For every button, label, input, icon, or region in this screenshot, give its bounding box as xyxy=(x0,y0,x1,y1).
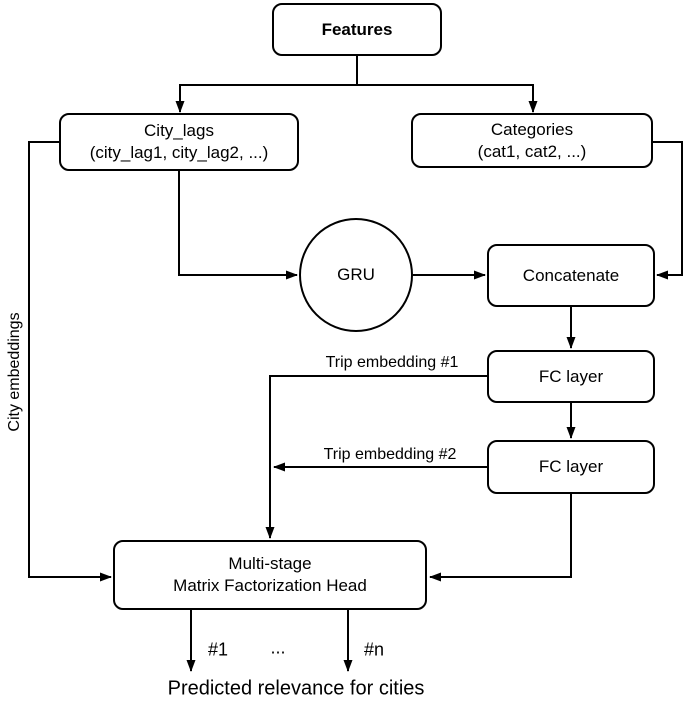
label-output-1: #1 xyxy=(207,639,229,661)
node-gru: GRU xyxy=(299,218,413,332)
edge-categories-to-concatenate xyxy=(653,141,683,280)
edge-citylags-to-gru xyxy=(178,171,298,280)
label-city-embeddings: City embeddings xyxy=(6,312,24,432)
node-city-lags-title: City_lags xyxy=(144,121,214,140)
label-trip-embedding-2-text: Trip embedding #2 xyxy=(323,446,457,463)
node-mf-head: Multi-stage Matrix Factorization Head xyxy=(113,540,427,610)
label-trip-embedding-2: Trip embedding #2 xyxy=(323,446,457,464)
edge-city-embeddings-to-head xyxy=(28,141,112,582)
label-trip-embedding-1: Trip embedding #1 xyxy=(325,354,459,372)
label-output-ellipsis: ... xyxy=(270,637,286,659)
node-fc-layer-2-label: FC layer xyxy=(538,457,604,476)
node-concatenate-label: Concatenate xyxy=(522,265,620,285)
node-features-label: Features xyxy=(321,19,393,39)
node-features: Features xyxy=(272,3,442,56)
node-fc-layer-1: FC layer xyxy=(487,350,655,403)
node-city-lags-subtitle: (city_lag1, city_lag2, ...) xyxy=(89,143,269,162)
node-fc-layer-1-label: FC layer xyxy=(538,366,604,386)
label-output-ellipsis-text: ... xyxy=(270,637,286,658)
node-categories: Categories (cat1, cat2, ...) xyxy=(411,113,653,168)
node-city-lags: City_lags (city_lag1, city_lag2, ...) xyxy=(59,113,299,171)
node-categories-title: Categories xyxy=(490,119,574,139)
node-mf-head-subtitle: Matrix Factorization Head xyxy=(173,576,367,595)
node-mf-head-title: Multi-stage xyxy=(228,554,312,573)
label-output-n: #n xyxy=(363,639,385,661)
node-fc-layer-2: FC layer xyxy=(487,440,655,494)
label-output-1-text: #1 xyxy=(207,639,229,660)
edge-fc2-to-head xyxy=(429,494,572,582)
caption-text: Predicted relevance for cities xyxy=(167,677,425,700)
label-trip-embedding-1-text: Trip embedding #1 xyxy=(325,354,459,371)
label-output-n-text: #n xyxy=(363,639,385,660)
label-city-embeddings-text: City embeddings xyxy=(6,312,23,432)
caption-predicted-relevance: Predicted relevance for cities xyxy=(168,678,425,701)
node-categories-subtitle: (cat1, cat2, ...) xyxy=(477,141,587,161)
node-concatenate: Concatenate xyxy=(487,244,655,307)
node-gru-label: GRU xyxy=(337,265,375,284)
edge-trip-embedding-1 xyxy=(265,375,487,539)
